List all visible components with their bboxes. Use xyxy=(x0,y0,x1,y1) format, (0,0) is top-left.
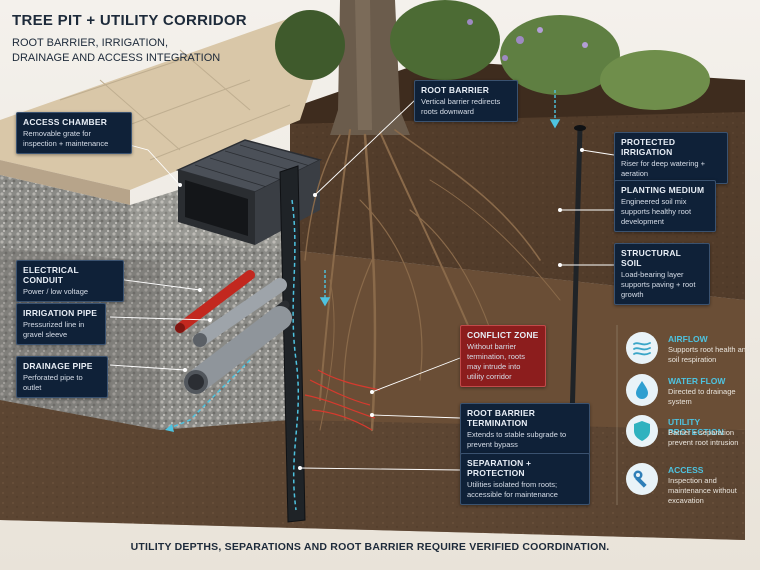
legend-title: WATER FLOW xyxy=(668,376,726,386)
callout-title: IRRIGATION PIPE xyxy=(23,308,98,318)
callout-separation-protection: SEPARATION + PROTECTION Utilities isolat… xyxy=(460,453,590,505)
conflict-roots xyxy=(304,369,381,431)
coordination-note: UTILITY DEPTHS, SEPARATIONS AND ROOT BAR… xyxy=(130,541,610,553)
callout-drainage-pipe: DRAINAGE PIPE Perforated pipe to outlet xyxy=(16,356,108,398)
callout-access-chamber: ACCESS CHAMBER Removable grate for inspe… xyxy=(16,112,132,154)
callout-planting-medium: PLANTING MEDIUM Engineered soil mix supp… xyxy=(614,180,716,232)
legend-item-water-flow: WATER FLOW Directed to drainage system xyxy=(626,374,756,418)
root-barrier xyxy=(279,165,306,523)
callout-title: ELECTRICAL CONDUIT xyxy=(23,265,79,285)
callout-text: Utilities isolated from roots; accessibl… xyxy=(467,480,558,499)
legend-text: Directed to drainage system xyxy=(668,387,736,406)
callout-title: SEPARATION + PROTECTION xyxy=(467,458,532,478)
callout-title: DRAINAGE PIPE xyxy=(23,361,93,371)
callout-structural-soil: STRUCTURAL SOIL Load-bearing layer suppo… xyxy=(614,243,710,305)
shrub-planting xyxy=(275,0,710,110)
callout-electrical-conduit: ELECTRICAL CONDUIT Power / low voltage xyxy=(16,260,124,302)
legend-text: Barrier + separation prevent root intrus… xyxy=(668,428,739,447)
callout-title: ROOT BARRIER xyxy=(421,85,490,95)
callout-title: ACCESS CHAMBER xyxy=(23,117,108,127)
airflow-icon xyxy=(626,332,658,364)
callout-title: PLANTING MEDIUM xyxy=(621,185,705,195)
callout-text: Perforated pipe to outlet xyxy=(23,373,83,392)
legend-item-airflow: AIRFLOW Supports root health and soil re… xyxy=(626,332,756,376)
diagram-title: TREE PIT + UTILITY CORRIDOR xyxy=(12,12,247,29)
callout-text: Engineered soil mix supports healthy roo… xyxy=(621,197,692,226)
callout-text: Removable grate for inspection + mainten… xyxy=(23,129,109,148)
wrench-icon xyxy=(626,463,658,495)
callout-title: CONFLICT ZONE xyxy=(467,330,539,340)
callout-title: STRUCTURAL SOIL xyxy=(621,248,681,268)
callout-text: Pressurized line in gravel sleeve xyxy=(23,320,85,339)
callout-text: Power / low voltage xyxy=(23,287,89,296)
legend-title: AIRFLOW xyxy=(668,334,708,344)
callout-text: Vertical barrier redirects roots downwar… xyxy=(421,97,501,116)
legend-text: Inspection and maintenance without excav… xyxy=(668,476,737,505)
drainage-pipe xyxy=(184,306,292,394)
legend-text: Supports root health and soil respiratio… xyxy=(668,345,751,364)
legend-item-utility-protection: UTILITY PROTECTION Barrier + separation … xyxy=(626,415,756,459)
callout-root-barrier-termination: ROOT BARRIER TERMINATION Extends to stab… xyxy=(460,403,590,455)
callout-protected-irrigation: PROTECTED IRRIGATION Riser for deep wate… xyxy=(614,132,728,184)
callout-irrigation-pipe: IRRIGATION PIPE Pressurized line in grav… xyxy=(16,303,106,345)
callout-title: PROTECTED IRRIGATION xyxy=(621,137,676,157)
water-drop-icon xyxy=(626,374,658,406)
shield-icon xyxy=(626,415,658,447)
legend-title: UTILITY PROTECTION xyxy=(668,417,724,437)
irrigation-riser xyxy=(569,127,583,421)
callout-conflict-zone: CONFLICT ZONE Without barrier terminatio… xyxy=(460,325,546,387)
root-system xyxy=(304,129,561,432)
callout-text: Load-bearing layer supports paving + roo… xyxy=(621,270,696,299)
legend-title: ACCESS xyxy=(668,465,704,475)
callout-root-barrier: ROOT BARRIER Vertical barrier redirects … xyxy=(414,80,518,122)
diagram-subtitle: ROOT BARRIER, IRRIGATION, DRAINAGE AND A… xyxy=(12,37,221,64)
paving-gravel-base xyxy=(0,175,130,250)
legend-item-access: ACCESS Inspection and maintenance withou… xyxy=(626,463,756,507)
callout-text: Extends to stable subgrade to prevent by… xyxy=(467,430,567,449)
callout-text: Riser for deep watering + aeration xyxy=(621,159,706,178)
callout-title: ROOT BARRIER TERMINATION xyxy=(467,408,536,428)
callout-text: Without barrier termination, roots may i… xyxy=(467,342,525,381)
